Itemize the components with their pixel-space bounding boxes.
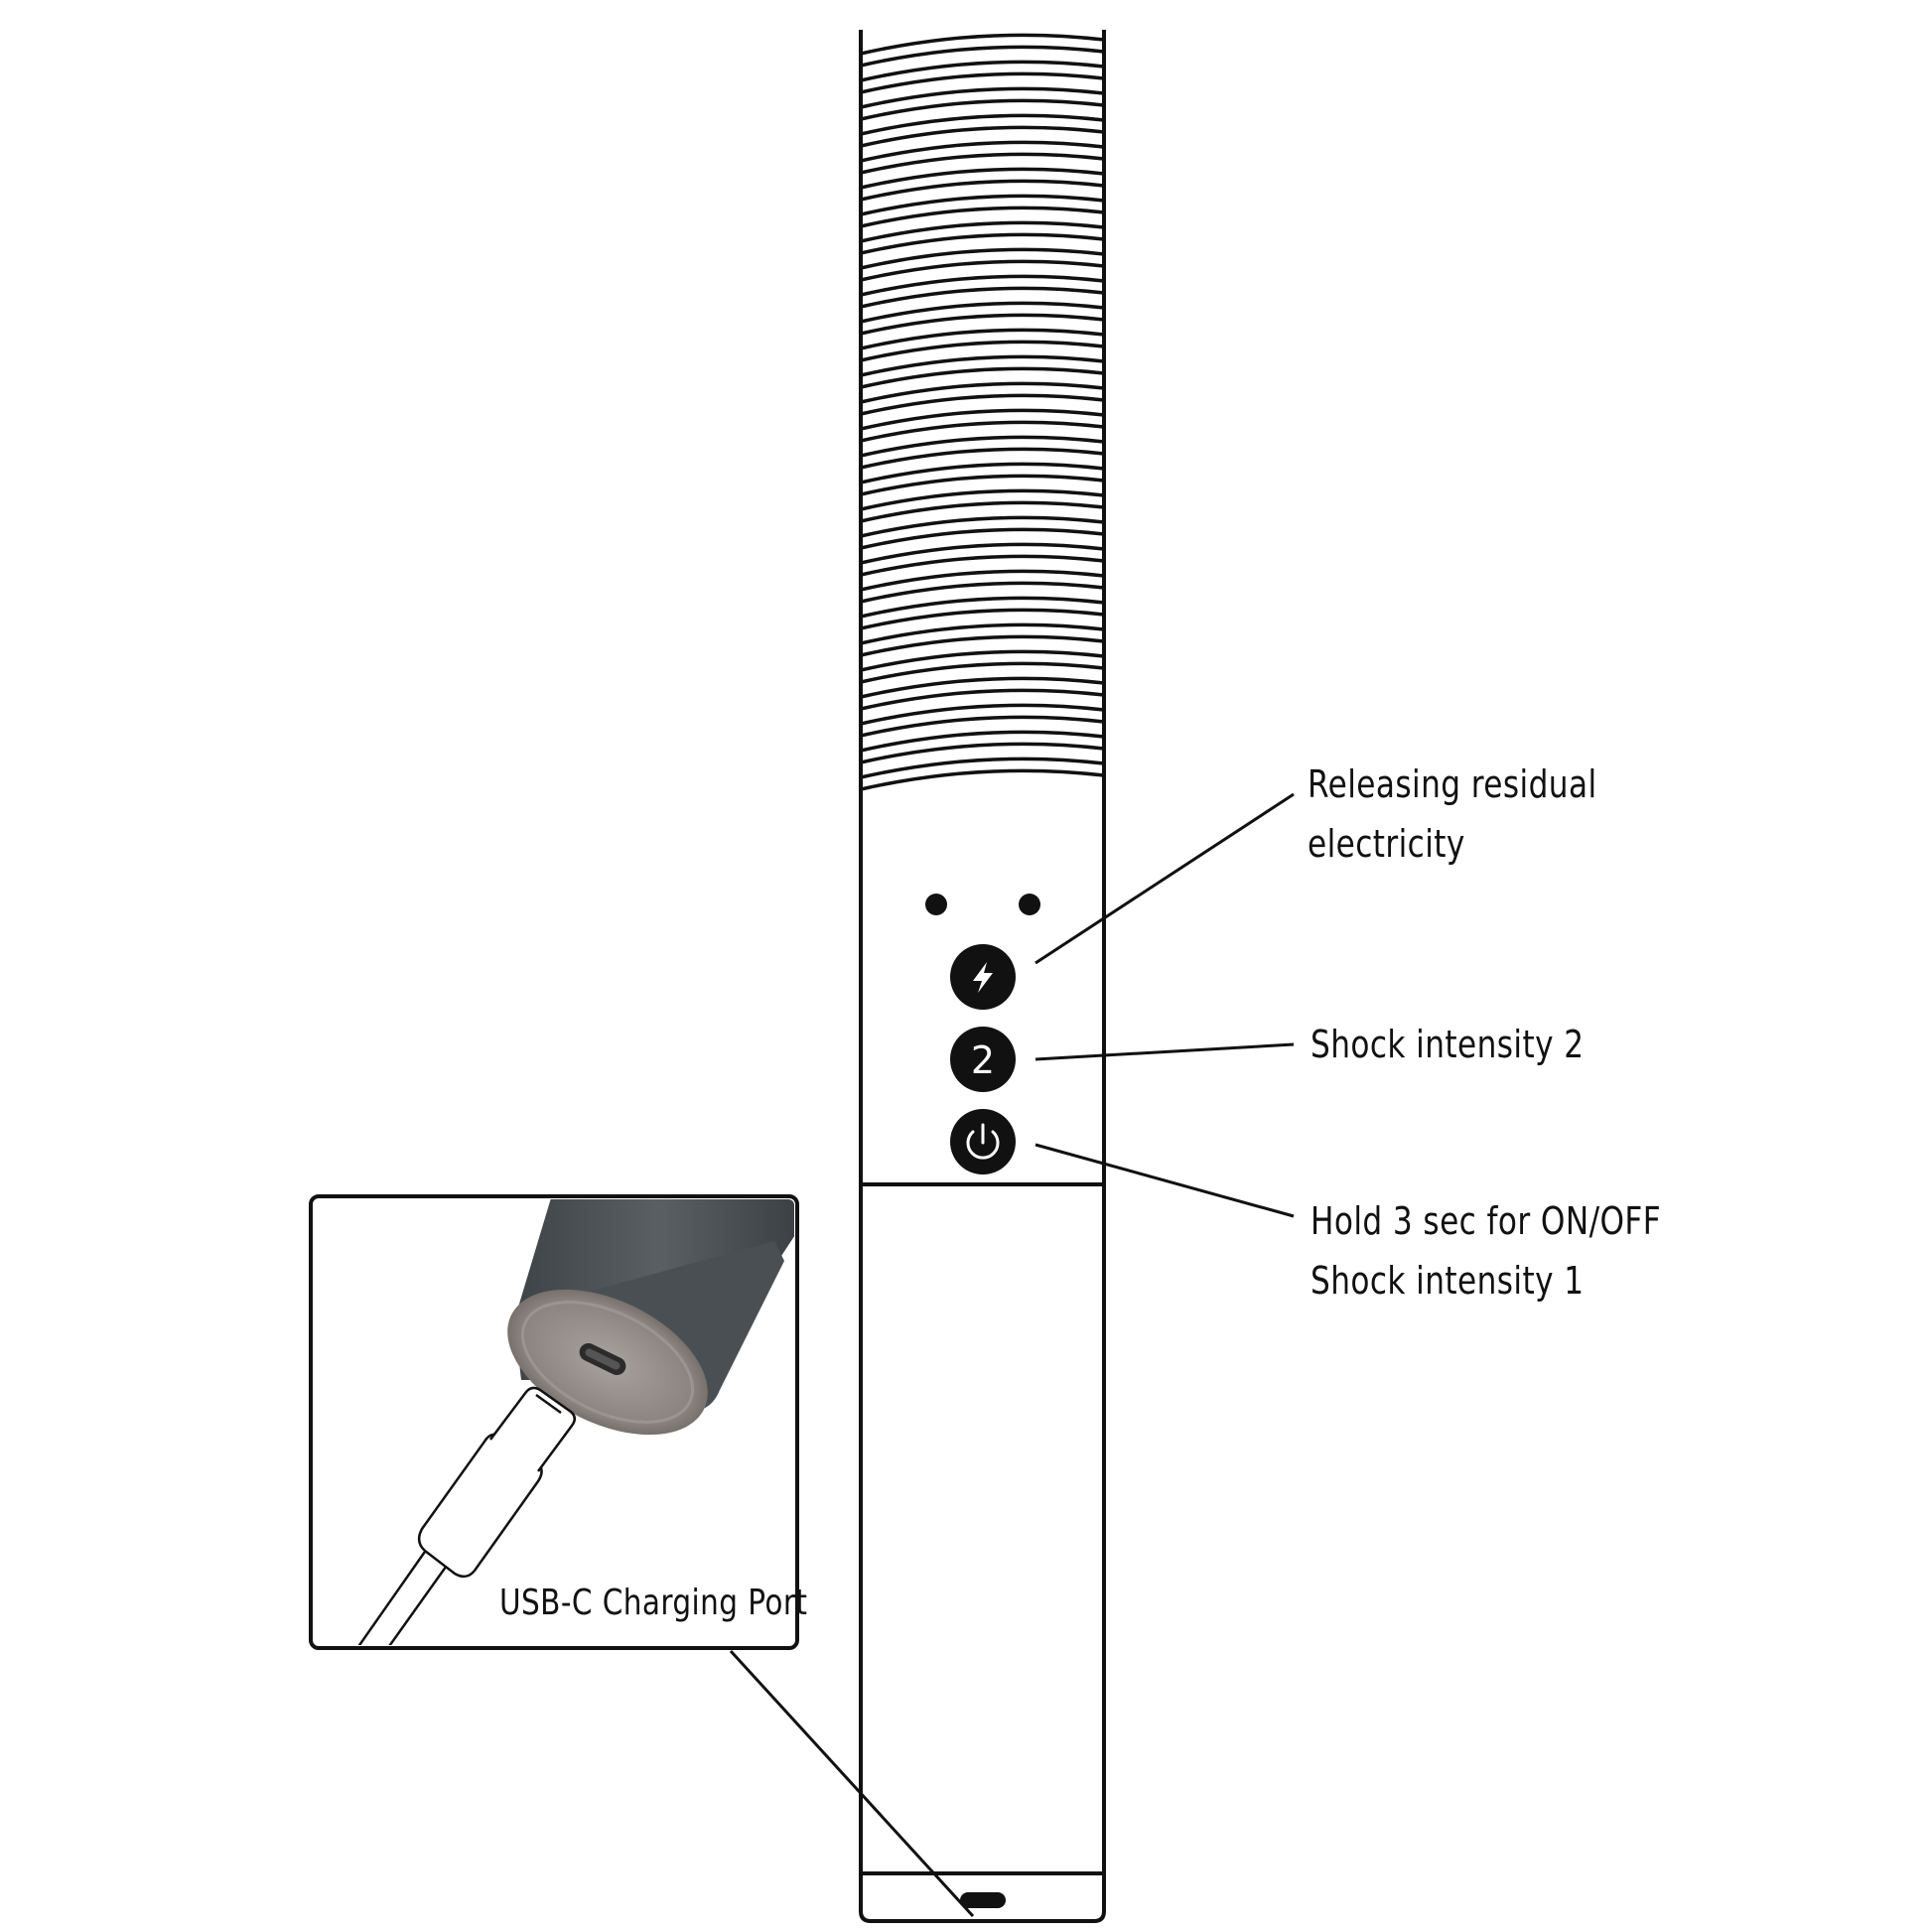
usb-c-cable: [355, 1386, 576, 1645]
usb-inset: [309, 1194, 799, 1650]
grip-rib: [860, 688, 1105, 711]
callout-residual-line2: electricity: [1308, 822, 1465, 866]
callout-usb-charging-port: USB-C Charging Port: [499, 1574, 807, 1633]
grip-rib: [860, 286, 1105, 309]
device-body: [859, 30, 1106, 1923]
grip-rib: [860, 328, 1105, 350]
callout-usb-line1: USB-C Charging Port: [499, 1583, 808, 1623]
indicator-led-right: [1019, 894, 1040, 915]
callout-power-line2: Shock intensity 1: [1311, 1259, 1585, 1303]
grip-rib: [860, 113, 1105, 136]
callout-line-intensity2: [1035, 1042, 1295, 1061]
grip-rib: [860, 569, 1105, 592]
device-end-photo: [507, 1199, 794, 1436]
grip-rib: [860, 542, 1105, 565]
grip-rib: [860, 435, 1105, 458]
grip-rib: [860, 220, 1105, 243]
grip-rib: [860, 247, 1105, 270]
grip-rib: [860, 608, 1105, 630]
grip-rib: [860, 500, 1105, 523]
grip-rib: [860, 768, 1105, 791]
grip-rib: [860, 447, 1105, 470]
grip-rib: [860, 730, 1105, 753]
grip-rib: [860, 634, 1105, 657]
grip-rib: [860, 354, 1105, 377]
grip-rib: [860, 676, 1105, 699]
callout-lines: [729, 792, 1295, 1918]
grip-rib: [860, 742, 1105, 764]
grip-rib: [860, 206, 1105, 228]
grip-rib: [860, 515, 1105, 538]
callout-line-usb: [729, 1649, 975, 1918]
grip-rib: [860, 259, 1105, 282]
grip-rib: [860, 86, 1105, 109]
grip-rib: [860, 98, 1105, 121]
grip-rib: [860, 232, 1105, 255]
grip-rib: [860, 340, 1105, 362]
indicator-led-left: [925, 894, 947, 915]
callout-power-line1: Hold 3 sec for ON/OFF: [1311, 1199, 1662, 1243]
grip-rib: [860, 140, 1105, 163]
grip-rib: [860, 649, 1105, 672]
grip-rib: [860, 45, 1105, 68]
callout-intensity2-line1: Shock intensity 2: [1311, 1023, 1585, 1066]
grip-rib: [860, 527, 1105, 550]
grip-rib: [860, 622, 1105, 645]
release-button[interactable]: [950, 944, 1016, 1010]
grip-rib: [860, 581, 1105, 604]
grip-rib: [860, 366, 1105, 389]
grip-rib: [860, 274, 1105, 297]
usb-c-port-icon: [960, 1892, 1006, 1908]
grip-rib: [860, 757, 1105, 779]
grip-ribs: [860, 33, 1105, 791]
grip-rib: [860, 474, 1105, 496]
grip-rib: [860, 125, 1105, 148]
grip-rib: [860, 408, 1105, 431]
grip-rib: [860, 60, 1105, 82]
power-icon: [966, 1123, 1000, 1160]
grip-rib: [860, 381, 1105, 404]
grip-rib: [860, 194, 1105, 216]
power-button[interactable]: [950, 1109, 1016, 1174]
grip-rib: [860, 462, 1105, 484]
grip-rib: [860, 715, 1105, 738]
lightning-icon: [973, 962, 993, 993]
callout-residual-line1: Releasing residual: [1308, 762, 1597, 806]
grip-rib: [860, 596, 1105, 619]
grip-rib: [860, 420, 1105, 443]
grip-rib: [860, 393, 1105, 416]
grip-rib: [860, 661, 1105, 684]
grip-rib: [860, 33, 1105, 56]
callout-residual-electricity: Releasing residual electricity: [1308, 755, 1597, 874]
grip-rib: [860, 152, 1105, 175]
callout-shock-intensity-2: Shock intensity 2: [1311, 1015, 1584, 1074]
grip-rib: [860, 313, 1105, 336]
callout-line-residual: [1035, 792, 1295, 965]
callout-power: Hold 3 sec for ON/OFF Shock intensity 1: [1311, 1191, 1661, 1311]
grip-rib: [860, 703, 1105, 726]
intensity-2-glyph: 2: [971, 1038, 995, 1082]
intensity-2-button[interactable]: 2: [950, 1027, 1016, 1092]
grip-rib: [860, 554, 1105, 577]
grip-rib: [860, 488, 1105, 511]
grip-rib: [860, 179, 1105, 202]
grip-rib: [860, 301, 1105, 324]
callout-line-power: [1035, 1143, 1295, 1218]
grip-rib: [860, 71, 1105, 94]
grip-rib: [860, 167, 1105, 190]
